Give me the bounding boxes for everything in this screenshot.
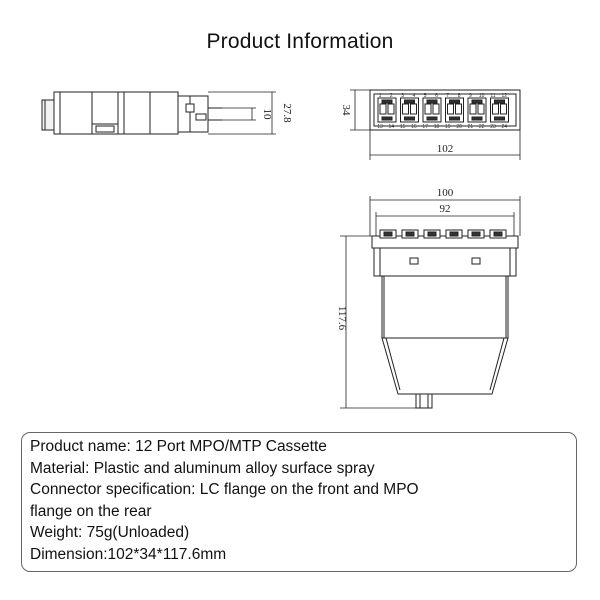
- port-number: 8: [458, 93, 461, 99]
- lc-adapter-front: [445, 97, 464, 123]
- port-number: 23: [490, 124, 496, 130]
- dim-side-total: 27.8: [281, 103, 293, 123]
- lc-adapter-front: [400, 97, 419, 123]
- weight-line: Weight: 75g(Unloaded): [30, 524, 190, 541]
- port-number: 21: [468, 124, 474, 130]
- port-labels-bottom: 13 14 15 16 17 18 19 20 21 22 23 24: [377, 124, 507, 130]
- top-view: [340, 196, 521, 409]
- port-number: 14: [389, 124, 395, 130]
- connector-spec-line-2: flange on the rear: [30, 502, 152, 520]
- page-title: Product Information: [206, 30, 394, 53]
- lc-adapter-top: [445, 229, 463, 239]
- port-number: 11: [490, 93, 495, 99]
- front-port-row: [377, 97, 509, 123]
- port-number: 18: [434, 124, 440, 130]
- port-number: 2: [390, 93, 393, 99]
- lc-adapter-front: [467, 97, 487, 123]
- port-number: 3: [401, 93, 404, 99]
- product-name-line: Product name: 12 Port MPO/MTP Cassette: [30, 438, 327, 455]
- port-number: 19: [445, 124, 451, 130]
- product-info-box: Product name: 12 Port MPO/MTP Cassette M…: [21, 432, 577, 572]
- dim-top-outer: 100: [437, 187, 454, 199]
- port-number: 5: [424, 93, 427, 99]
- dim-front-width: 102: [437, 143, 454, 155]
- connector-spec-line-1: Connector specification: LC flange on th…: [30, 481, 419, 498]
- lc-adapter-front: [422, 97, 442, 123]
- port-number: 15: [400, 124, 406, 130]
- dim-top-length: 117.6: [336, 306, 348, 331]
- port-number: 12: [502, 93, 508, 99]
- lc-adapter-front: [490, 97, 509, 123]
- side-view: [41, 91, 276, 135]
- port-number: 10: [479, 93, 485, 99]
- dim-front-height: 34: [340, 105, 352, 117]
- port-number: 7: [446, 93, 449, 99]
- port-number: 4: [413, 93, 416, 99]
- port-number: 9: [469, 93, 472, 99]
- lc-adapter-top: [423, 229, 441, 239]
- port-number: 16: [411, 124, 417, 130]
- lc-adapter-top: [401, 229, 419, 239]
- port-number: 22: [479, 124, 485, 130]
- port-number: 1: [379, 93, 382, 99]
- port-number: 24: [502, 124, 508, 130]
- lc-adapter-top: [467, 229, 485, 239]
- dim-side-partial: 10: [261, 109, 273, 121]
- material-line: Material: Plastic and aluminum alloy sur…: [30, 459, 375, 477]
- port-number: 20: [456, 124, 462, 130]
- port-number: 6: [435, 93, 438, 99]
- top-port-row: [379, 229, 507, 239]
- dimension-line: Dimension:102*34*117.6mm: [30, 545, 227, 563]
- port-number: 13: [377, 124, 383, 130]
- dim-top-inner: 92: [440, 203, 451, 215]
- lc-adapter-top: [489, 229, 507, 239]
- lc-adapter-top: [379, 229, 397, 239]
- port-number: 17: [422, 124, 428, 130]
- lc-adapter-front: [377, 97, 397, 123]
